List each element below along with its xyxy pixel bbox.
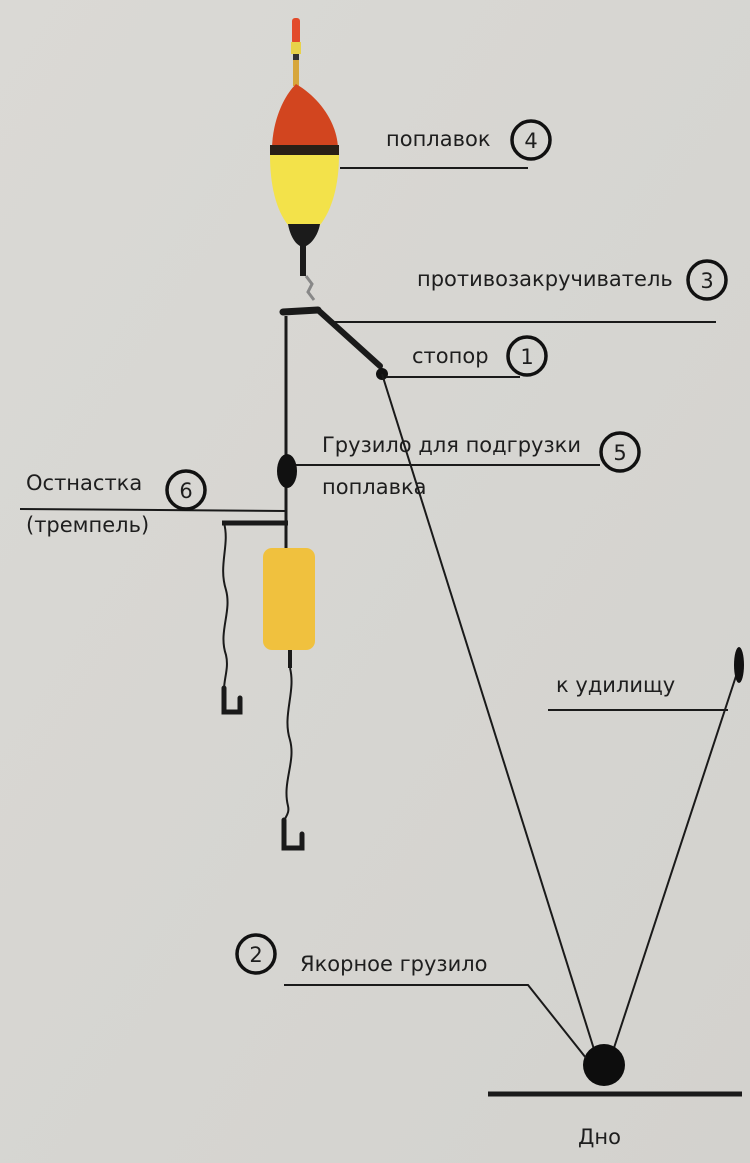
swivel-number: 3: [700, 269, 713, 293]
stopper-number-circle: [506, 335, 548, 377]
weight-number: 5: [613, 441, 626, 465]
rig-label-line1: Остнастка: [26, 471, 142, 495]
swivel-icon: [279, 306, 383, 369]
weight-label-line1: Грузило для подгрузки: [322, 433, 581, 457]
float-icon: [270, 18, 339, 301]
float-number: 4: [524, 129, 537, 153]
float-number-circle: [510, 119, 552, 161]
anchor-label: Якорное грузило: [300, 952, 488, 976]
anchor-weight-icon: [583, 1044, 625, 1086]
to-rod-label: к удилищу: [556, 673, 675, 697]
stopper-number: 1: [520, 345, 533, 369]
bottom-label: Дно: [578, 1125, 621, 1149]
loading-weight-icon: [277, 454, 297, 488]
stopper-label: стопор: [412, 344, 489, 368]
anchor-number: 2: [249, 943, 262, 967]
weight-label-line2: поплавка: [322, 475, 427, 499]
leader-lines: [19, 167, 728, 1059]
anchor-number-circle: [235, 933, 277, 975]
rig-number: 6: [179, 479, 192, 503]
swivel-label: противозакручиватель: [417, 267, 673, 291]
rig-label-line2: (тремпель): [26, 513, 149, 537]
anchor-line: [381, 373, 599, 1063]
float-label: поплавок: [386, 127, 491, 151]
weight-number-circle: [599, 431, 641, 473]
rig-number-circle: [165, 469, 207, 511]
rod-tip-icon: [734, 647, 744, 683]
bait-icon: [263, 548, 315, 650]
rod-line: [609, 669, 739, 1061]
swivel-number-circle: [686, 259, 728, 301]
rig-icon: [221, 488, 315, 851]
